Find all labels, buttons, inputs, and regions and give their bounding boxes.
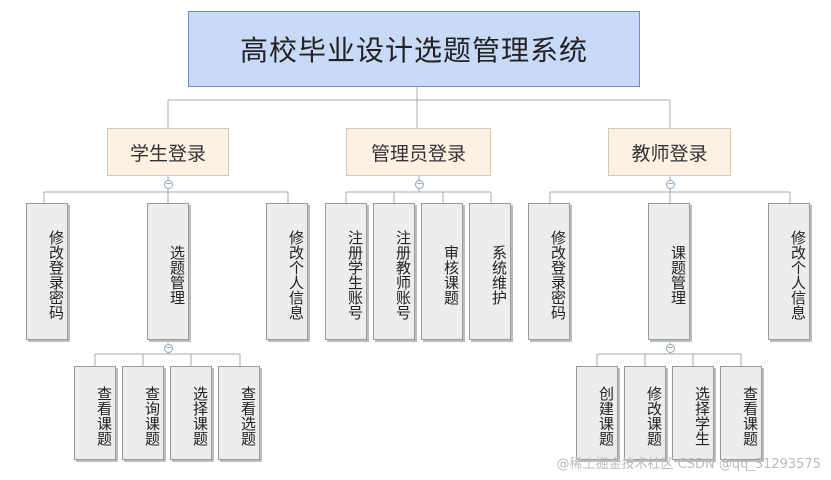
- node-edit-topic: 修改课题: [624, 366, 666, 460]
- node-edit-profile: 修改个人信息: [266, 203, 308, 340]
- node-create-topic: 创建课题: [576, 366, 618, 460]
- collapse-toggle-icon[interactable]: −: [164, 343, 173, 353]
- collapse-toggle-icon[interactable]: −: [666, 343, 675, 353]
- node-register-student: 注册学生账号: [325, 203, 367, 340]
- node-change-password: 修改登录密码: [528, 203, 570, 340]
- node-register-teacher: 注册教师账号: [373, 203, 415, 340]
- module-teacher-login: 教师登录: [608, 128, 731, 176]
- collapse-toggle-icon[interactable]: −: [666, 179, 675, 189]
- module-student-login: 学生登录: [107, 128, 229, 176]
- node-view-selection: 查看选题: [218, 366, 260, 460]
- node-system-maintenance: 系统维护: [469, 203, 511, 340]
- node-topic-selection-mgmt: 选题管理: [147, 203, 189, 340]
- system-title: 高校毕业设计选题管理系统: [188, 11, 640, 87]
- node-search-topics: 查询课题: [122, 366, 164, 460]
- collapse-toggle-icon[interactable]: −: [164, 179, 173, 189]
- module-admin-login: 管理员登录: [346, 128, 491, 176]
- node-view-topics: 查看课题: [720, 366, 762, 460]
- node-view-topics: 查看课题: [74, 366, 116, 460]
- node-change-password: 修改登录密码: [26, 203, 68, 340]
- node-review-topics: 审核课题: [421, 203, 463, 340]
- node-topic-mgmt: 课题管理: [648, 203, 690, 340]
- node-edit-profile: 修改个人信息: [768, 203, 810, 340]
- collapse-toggle-icon[interactable]: −: [415, 179, 424, 189]
- node-select-students: 选择学生: [672, 366, 714, 460]
- node-select-topic: 选择课题: [170, 366, 212, 460]
- watermark: @稀土掘金技术社区 CSDN @qq_31293575: [556, 457, 821, 472]
